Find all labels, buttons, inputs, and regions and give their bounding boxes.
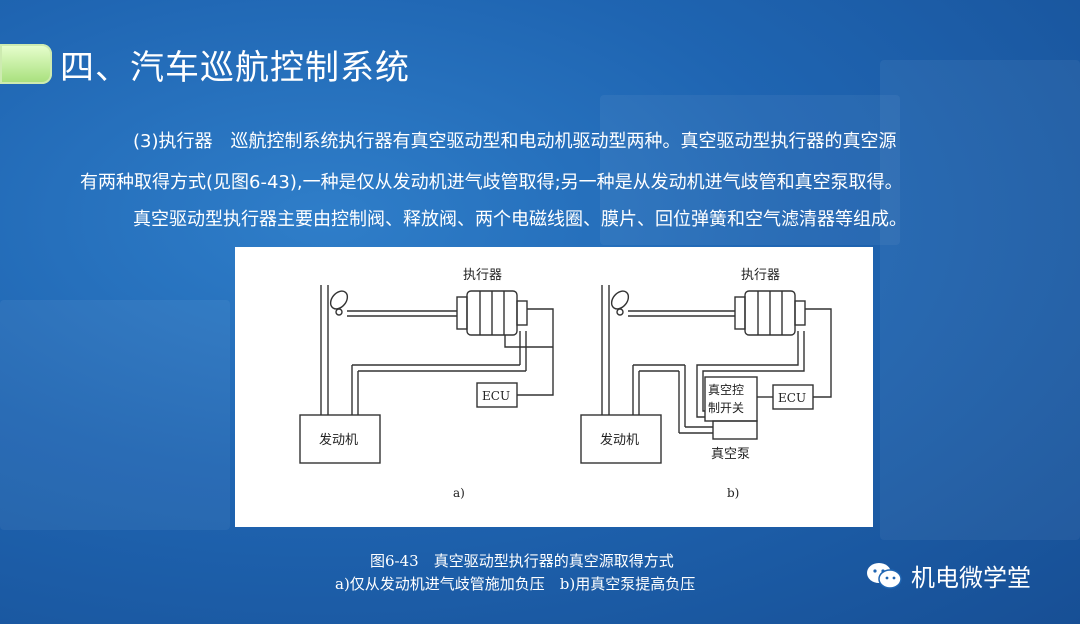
vacuum-hose (696, 331, 799, 418)
throttle-pivot (335, 308, 343, 316)
diagram-a (299, 285, 554, 464)
body-paragraph-line: 真空驱动型执行器主要由控制阀、释放阀、两个电磁线圈、膜片、回位弹簧和空气滤清器等… (133, 209, 907, 230)
ecu-wire (504, 335, 553, 348)
vacuum-switch-label: 真空控 (708, 383, 744, 397)
slide-title: 四、汽车巡航控制系统 (60, 48, 410, 88)
vacuum-pump-box (712, 420, 758, 440)
engine-label: 发动机 (319, 432, 358, 448)
ecu-wire (805, 308, 832, 398)
body-paragraph-line: 有两种取得方式(见图6-43),一种是仅从发动机进气歧管取得;另一种是从发动机进… (80, 172, 903, 193)
body-paragraph-line: (3)执行器 巡航控制系统执行器有真空驱动型和电动机驱动型两种。真空驱动型执行器… (133, 131, 897, 152)
vacuum-source-diagram: 执行器 ECU 发动机 a) (299, 268, 832, 500)
figure-caption: 图6-43 真空驱动型执行器的真空源取得方式 (370, 552, 674, 570)
ecu-box (772, 384, 814, 410)
actuator-cap (794, 300, 806, 326)
ecu-label: ECU (778, 391, 806, 405)
ecu-label: ECU (482, 389, 510, 403)
engine-box (299, 414, 381, 464)
actuator-cap (516, 300, 528, 326)
actuator-label: 执行器 (741, 268, 780, 283)
background-machine-shape (0, 300, 230, 530)
subfigure-label: a) (453, 486, 465, 500)
diagram-b (580, 285, 832, 464)
subfigure-label: b) (727, 486, 739, 500)
figure-diagram: 执行器 ECU 发动机 a) (235, 247, 873, 527)
actuator-cap (734, 296, 746, 330)
actuator-cap (456, 296, 468, 330)
wechat-icon (867, 562, 902, 589)
actuator-label: 执行器 (463, 268, 502, 283)
vacuum-pump-label: 真空泵 (711, 447, 750, 462)
title-accent-bar (0, 44, 52, 84)
brand-name: 机电微学堂 (911, 564, 1031, 592)
background-machine-shape (880, 60, 1080, 540)
ecu-box (476, 382, 518, 408)
brand-watermark: 机电微学堂 (865, 558, 1031, 593)
vacuum-switch-label: 制开关 (708, 401, 744, 415)
throttle-pivot (616, 308, 624, 316)
background-machine-shape (600, 95, 900, 245)
ecu-wire (517, 308, 554, 396)
vacuum-hose (702, 331, 805, 412)
throttle-valve-icon (329, 290, 349, 310)
figure-subcaption: a)仅从发动机进气歧管施加负压 b)用真空泵提高负压 (335, 575, 696, 593)
engine-label: 发动机 (600, 432, 639, 448)
engine-box (580, 414, 662, 464)
throttle-valve-icon (610, 290, 630, 310)
